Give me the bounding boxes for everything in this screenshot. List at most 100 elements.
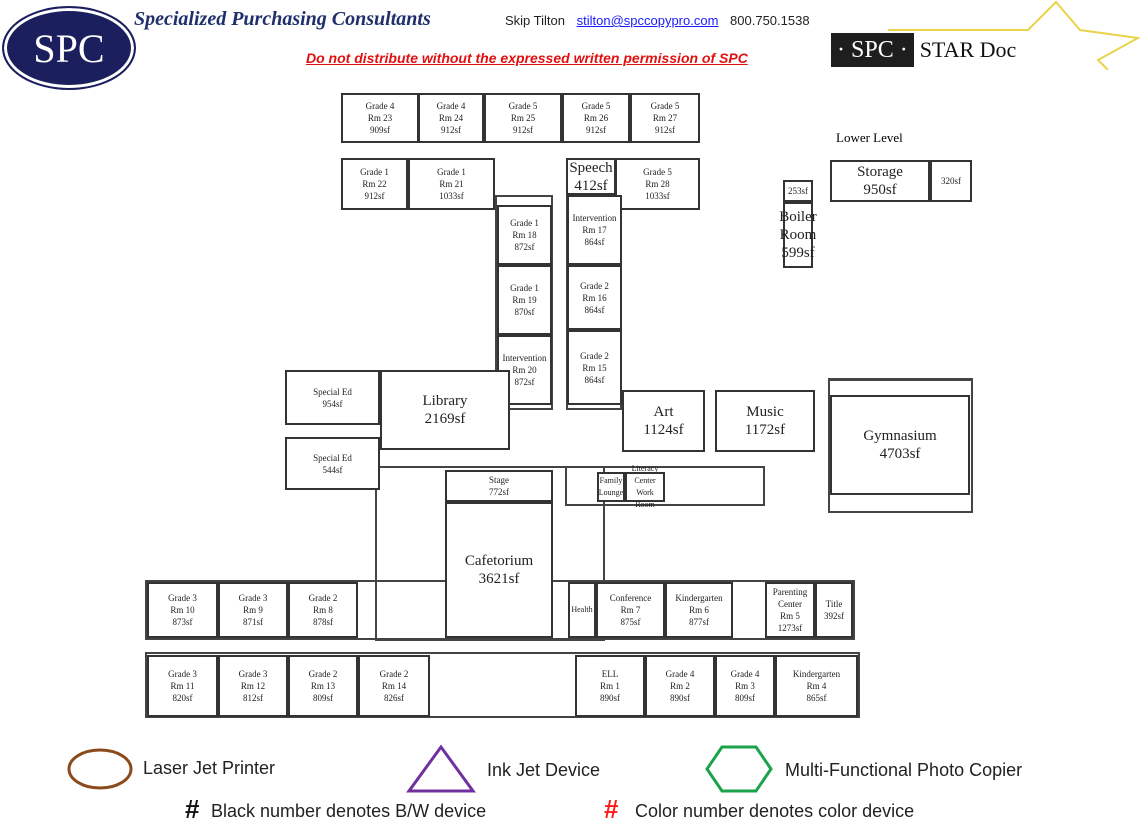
contact-info: Skip Tilton stilton@spccopypro.com 800.7… — [505, 13, 810, 28]
room-area: 912sf — [441, 125, 461, 135]
room-number: Rm 25 — [510, 113, 536, 123]
room-number: Rm 10 — [170, 605, 195, 615]
room-number: Rm 11 — [170, 681, 195, 691]
stardoc-logo: · SPC · STAR Doc — [831, 33, 1022, 67]
room-area: 864sf — [584, 237, 605, 247]
company-name: Specialized Purchasing Consultants — [134, 8, 431, 30]
service-block — [565, 466, 765, 506]
room-number: 1172sf — [744, 422, 786, 438]
room-number: Rm 15 — [582, 362, 607, 373]
room-name: Cafetorium — [464, 553, 534, 569]
room-area: 872sf — [514, 377, 535, 387]
logo-text: SPC — [33, 25, 105, 71]
legend-color: Color number denotes color device — [635, 801, 915, 821]
room-name: Grade 1 — [360, 167, 389, 177]
room-name: Intervention — [502, 353, 547, 363]
stardoc-logo-left: · SPC · — [831, 33, 914, 67]
room-area: 912sf — [586, 125, 606, 135]
stardoc-logo-right: STAR Doc — [919, 37, 1017, 62]
room-name: Kindergarten — [792, 669, 841, 679]
room-area: 812sf — [243, 693, 263, 703]
room-name: ELL — [601, 669, 619, 679]
room: Grade 2 Rm 8 878sf — [288, 582, 358, 638]
legend-mfp: Multi-Functional Photo Copier — [785, 760, 1023, 780]
room-number: Rm 7 — [620, 605, 641, 615]
room-number: Rm 2 — [670, 681, 690, 691]
room-name: Literacy Center Work Room — [631, 464, 659, 509]
cafetorium-block — [375, 466, 605, 641]
room-name: Grade 1 — [510, 283, 539, 293]
room-name: Grade 4 — [730, 669, 760, 679]
room-number: 950sf — [863, 182, 897, 198]
room-name: Gymnasium — [863, 428, 937, 444]
room-area: 864sf — [584, 374, 605, 385]
room-name: 253sf — [788, 186, 808, 196]
spc-logo: SPC — [2, 6, 136, 90]
contact-email-link[interactable]: stilton@spccopypro.com — [576, 13, 719, 28]
room: Music 1172sf — [715, 390, 815, 452]
room-number: Rm 22 — [362, 179, 387, 189]
room-area: 878sf — [313, 617, 333, 627]
room-name: Grade 2 — [308, 593, 338, 603]
contact-name: Skip Tilton — [505, 13, 565, 28]
room-number: Rm 23 — [367, 113, 393, 123]
room-name: Grade 5 — [508, 101, 538, 111]
contact-phone: 800.750.1538 — [730, 13, 810, 28]
room-name: Grade 2 — [379, 669, 409, 679]
legend-laser: Laser Jet Printer — [143, 758, 276, 778]
room-name: Grade 2 — [308, 669, 338, 679]
room-number: 2169sf — [424, 411, 466, 427]
room-number: 772sf — [489, 487, 509, 497]
room-name: Conference — [609, 593, 652, 603]
room-number: Rm 14 — [381, 681, 407, 691]
room-name: Library — [422, 393, 468, 409]
room-name: Family Lounge — [598, 476, 624, 497]
room-name: Grade 4 — [436, 101, 466, 111]
room-area: 870sf — [514, 307, 535, 317]
room-number: Rm 8 — [313, 605, 333, 615]
gym-block — [828, 378, 973, 513]
room-name: Storage — [857, 164, 903, 180]
room-name: Special Ed — [313, 386, 352, 397]
lower-wing-south — [145, 652, 860, 718]
ink-jet-triangle-icon — [406, 744, 476, 793]
room-name: Grade 5 — [581, 101, 611, 111]
room: Library 2169sf — [380, 370, 510, 450]
legend-bw: Black number denotes B/W device — [211, 801, 487, 821]
room-name: Music — [746, 404, 784, 420]
copier-hexagon-icon — [705, 745, 773, 793]
room-area: 912sf — [655, 125, 675, 135]
room-name: Grade 1 — [510, 218, 539, 228]
room-name: Grade 4 — [665, 669, 695, 679]
room-number: 1124sf — [643, 422, 684, 438]
room-number: 599sf — [781, 245, 815, 261]
room-area: 909sf — [370, 125, 390, 135]
room: 320sf — [930, 160, 972, 202]
